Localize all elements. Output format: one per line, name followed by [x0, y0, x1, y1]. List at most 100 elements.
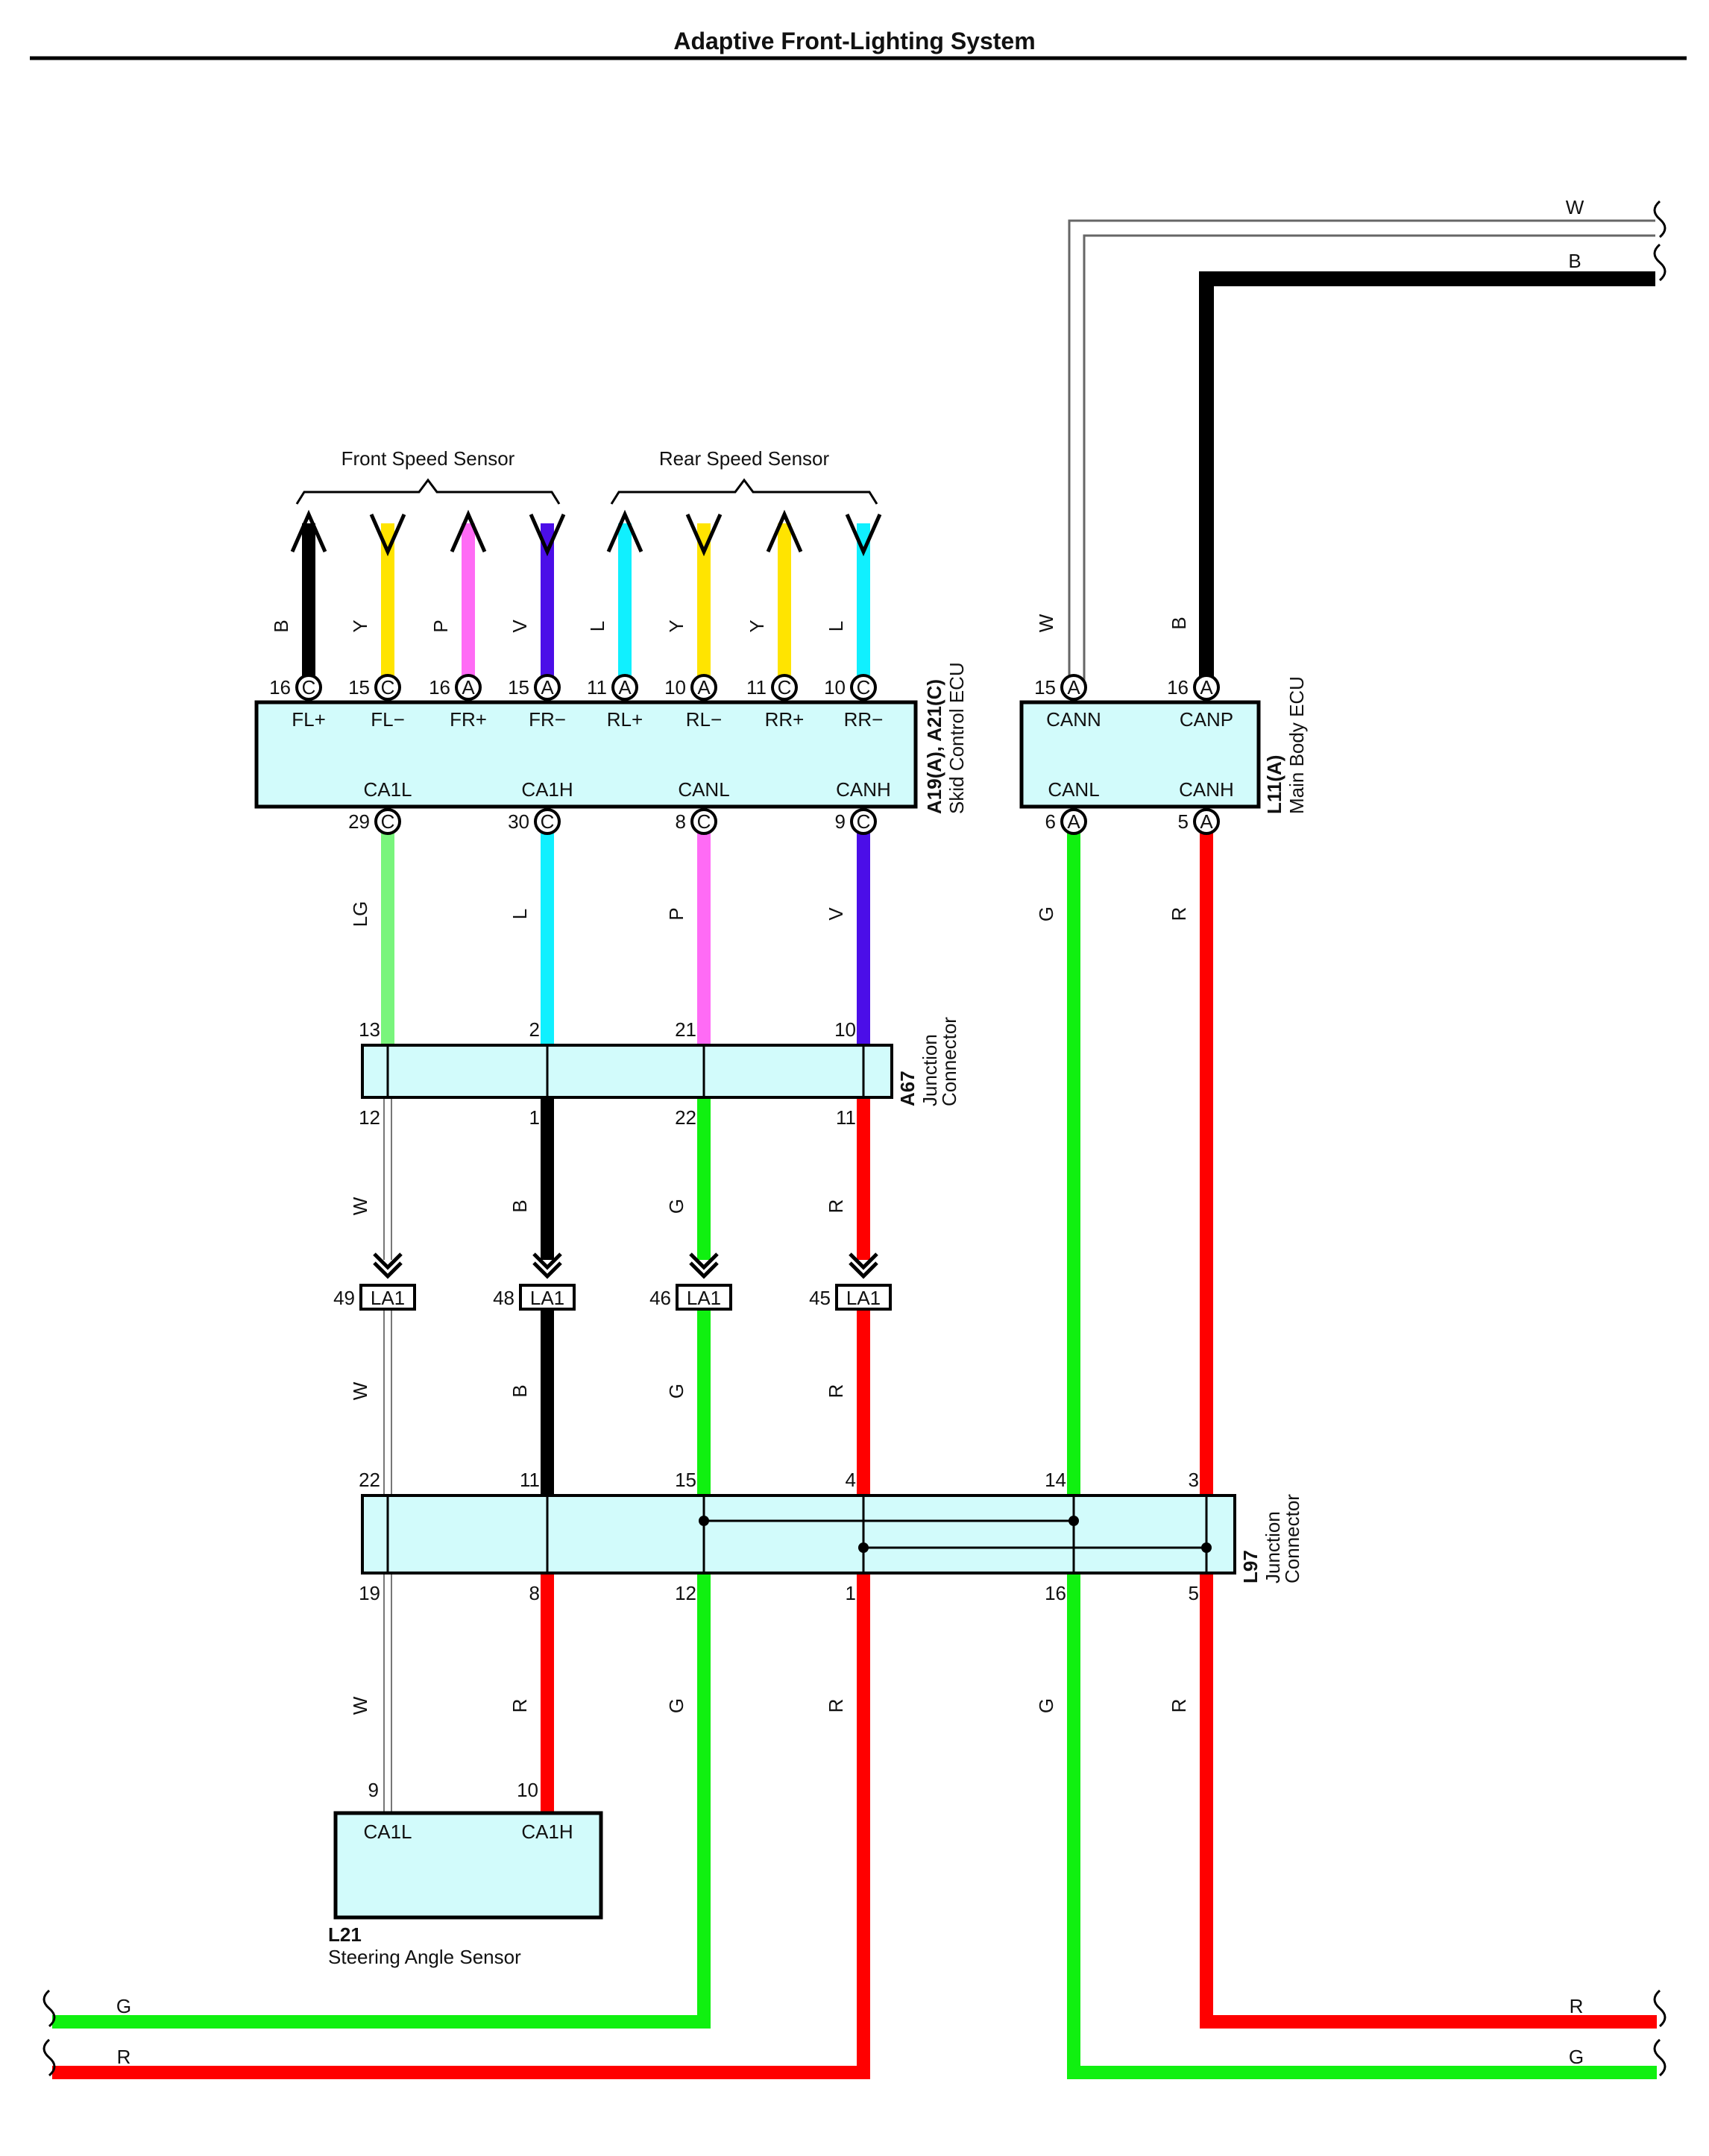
- la1-pin-2: 46: [649, 1287, 671, 1309]
- skid-top-signal-4: RL+: [607, 708, 643, 731]
- skid-bottom-terminal-3-circle: [850, 808, 877, 835]
- a67-junction-connector: A67 Junction Connector: [361, 1017, 960, 1106]
- l97-top-pin-4: 14: [1045, 1469, 1066, 1491]
- skid-bottom-signal-3: CANH: [836, 778, 891, 801]
- bottom-left-break: [43, 1989, 56, 2028]
- skid-top-signal-1: FL−: [371, 708, 405, 731]
- a67-bottom-pin-1: 1: [529, 1106, 540, 1129]
- l97-bottom-pin-3: 1: [846, 1582, 856, 1604]
- top-wire-b-label: B: [1568, 250, 1581, 272]
- skid-bottom-terminal-0-circle: [374, 808, 401, 835]
- skid-top-terminal-3-circle: [534, 674, 561, 701]
- skid-top-terminal-2-conn: A: [462, 676, 475, 699]
- la1-chevron-1: [532, 1252, 562, 1279]
- skid-bottom-wire-label-3: V: [825, 907, 847, 921]
- rear-speed-sensor-brace: [610, 478, 878, 505]
- l97-splice-dot-1: [1068, 1516, 1079, 1526]
- l97-name-2: Connector: [1281, 1494, 1303, 1583]
- l21-signal-ca1l: CA1L: [363, 1821, 412, 1843]
- skid-bottom-terminal-1-circle: [534, 808, 561, 835]
- skid-bottom-wire-label-0: LG: [349, 901, 371, 927]
- la1-code-2: LA1: [687, 1287, 721, 1309]
- bottom-left-break-2: [43, 2038, 56, 2077]
- speed-sensor-arrow-5: [685, 513, 723, 557]
- a67-box: [361, 1044, 893, 1099]
- a67-top-pin-3: 10: [834, 1018, 856, 1041]
- bottom-right-break: [1653, 1989, 1666, 2028]
- a67-out-wire-label-1: B: [509, 1200, 531, 1212]
- terminal-overlays: BC16FL+YC15FL−PA16FR+VA15FR−LA11RL+YA10R…: [43, 200, 1666, 2077]
- skid-top-terminal-7-conn: C: [857, 676, 871, 699]
- skid-top-terminal-4-pin: 11: [587, 676, 607, 699]
- front-speed-sensor-brace: [295, 478, 561, 505]
- body-top-terminal-0-pin: 15: [1034, 676, 1056, 699]
- speed-sensor-arrow-4: [606, 509, 643, 553]
- skid-top-signal-2: FR+: [450, 708, 487, 731]
- a67-bottom-pin-2: 22: [675, 1106, 696, 1129]
- l97-out-wire-5: [1200, 1573, 1657, 2029]
- bottom-left-g-label: G: [116, 1995, 131, 2017]
- speed-sensor-arrow-2: [450, 509, 487, 553]
- body-top-wire-label-0: W: [1035, 614, 1057, 632]
- skid-top-terminal-1-pin: 15: [348, 676, 370, 699]
- l97-out-wire-label-2: G: [665, 1698, 687, 1713]
- la1-code-3: LA1: [846, 1287, 881, 1309]
- bottom-left-r-label: R: [117, 2046, 131, 2068]
- skid-top-terminal-3-conn: A: [541, 676, 554, 699]
- a67-name-1: Junction: [919, 1034, 941, 1106]
- body-bottom-terminal-1-pin: 5: [1178, 810, 1189, 833]
- speed-sensor-arrow-3: [529, 513, 566, 557]
- skid-bottom-terminal-1-pin: 30: [508, 810, 529, 833]
- la1-box-2: [676, 1284, 732, 1311]
- main-body-ecu: L11(A) Main Body ECU: [1019, 676, 1308, 814]
- l97-out-wire-label-5: R: [1168, 1699, 1190, 1713]
- bottom-right-break-2: [1653, 2038, 1666, 2077]
- skid-bottom-wire-label-2: P: [665, 907, 687, 920]
- skid-bottom-terminal-3-conn: C: [857, 810, 871, 833]
- body-bottom-signal-0: CANL: [1048, 778, 1099, 801]
- a67-top-pin-0: 13: [359, 1018, 380, 1041]
- skid-bottom-terminal-2-conn: C: [697, 810, 711, 833]
- skid-top-wire-label-4: L: [586, 621, 608, 631]
- la1-out-wire-label-1: B: [509, 1384, 531, 1397]
- top-wire-w-label: W: [1566, 196, 1584, 218]
- steering-angle-sensor: CA1L CA1H 9 10 L21 Steering Angle Sensor: [328, 1779, 603, 1968]
- skid-bottom-signal-2: CANL: [678, 778, 729, 801]
- l97-code: L97: [1239, 1550, 1262, 1583]
- la1-chevron-0: [373, 1252, 403, 1279]
- la1-pin-1: 48: [493, 1287, 514, 1309]
- skid-top-wire-label-1: Y: [349, 620, 371, 632]
- a67-out-wire-label-3: R: [825, 1200, 847, 1214]
- l97-bottom-pin-4: 16: [1045, 1582, 1066, 1604]
- top-w-wire-inner: [1083, 234, 1655, 687]
- skid-top-wire-label-0: B: [270, 620, 292, 632]
- speed-sensor-arrow-7: [845, 513, 882, 557]
- body-bottom-wire-label-1: R: [1168, 907, 1190, 921]
- l21-box: [333, 1811, 603, 1920]
- l21-signal-ca1h: CA1H: [521, 1821, 573, 1843]
- skid-bottom-terminal-0-conn: C: [381, 810, 395, 833]
- skid-top-signal-7: RR−: [844, 708, 884, 731]
- main-body-ecu-name: Main Body ECU: [1285, 676, 1308, 814]
- skid-top-terminal-6-circle: [771, 674, 798, 701]
- top-wire-labels: W B: [1566, 196, 1584, 272]
- skid-top-terminal-0-pin: 16: [269, 676, 291, 699]
- a67-bottom-pin-0: 12: [359, 1106, 380, 1129]
- a67-top-pin-2: 21: [675, 1018, 696, 1041]
- body-bottom-wire-label-0: G: [1035, 907, 1057, 921]
- l97-bottom-pin-0: 19: [359, 1582, 380, 1604]
- skid-top-signal-6: RR+: [765, 708, 805, 731]
- skid-top-terminal-6-conn: C: [778, 676, 792, 699]
- skid-bottom-signal-1: CA1H: [521, 778, 573, 801]
- skid-top-terminal-1-circle: [374, 674, 401, 701]
- bottom-right-g-label: G: [1569, 2046, 1584, 2068]
- l97-box: [361, 1494, 1236, 1575]
- l21-name: Steering Angle Sensor: [328, 1946, 521, 1968]
- skid-top-terminal-7-circle: [850, 674, 877, 701]
- front-speed-sensor-group: Front Speed Sensor: [295, 447, 561, 505]
- l97-splice-dot-2: [858, 1542, 869, 1553]
- body-top-signal-0: CANN: [1046, 708, 1101, 731]
- top-right-break-2: [1653, 243, 1666, 282]
- l97-splice-dot-0: [699, 1516, 709, 1526]
